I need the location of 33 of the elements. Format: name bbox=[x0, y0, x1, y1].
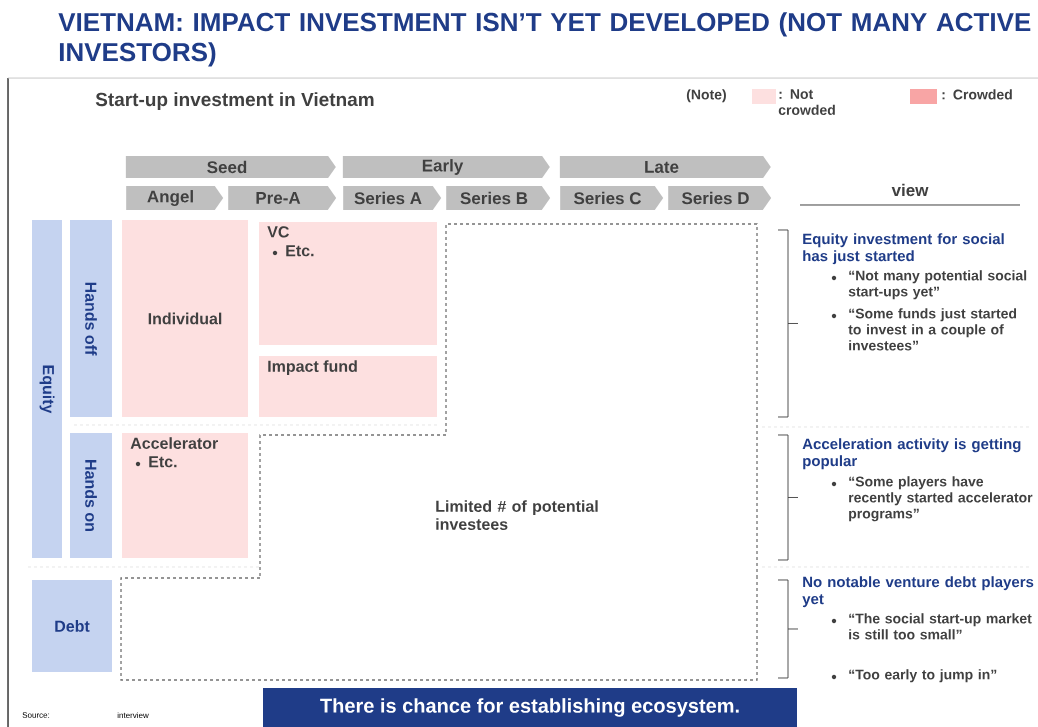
stage-tab: Series D bbox=[668, 186, 772, 210]
source-note: interview bbox=[117, 712, 149, 719]
subtitle: Start-up investment in Vietnam bbox=[95, 92, 374, 110]
category-band: Equity bbox=[32, 220, 62, 558]
comment-bullet: “Some funds just started to invest in a couple of investees” bbox=[831, 308, 1017, 351]
comment-bullet: “The social start-up market is still too small” bbox=[831, 613, 1032, 640]
source-note: Source: bbox=[22, 712, 50, 718]
title: VIETNAM: IMPACT INVESTMENT ISN’T YET DEVELOPED (NOT MANY ACTIVE INVESTORS) bbox=[58, 12, 1031, 67]
stage-tab: Series C bbox=[560, 186, 664, 210]
legend-label: : Crowded bbox=[942, 89, 1012, 100]
dashed-box bbox=[120, 577, 758, 681]
stage-tab: Late bbox=[559, 156, 771, 178]
stage-tab: Pre-A bbox=[228, 186, 337, 210]
stage-tab: Series B bbox=[446, 186, 551, 210]
column-heading: view bbox=[891, 183, 929, 197]
note-label: (Note) bbox=[686, 89, 726, 103]
stage-tab: Seed bbox=[125, 156, 336, 178]
comment-heading: Equity investment for social has just started bbox=[803, 233, 1004, 265]
legend-label: : Not crowded bbox=[778, 89, 835, 115]
comment-bullet: “Some players have recently started accelerator programs” bbox=[831, 476, 1033, 522]
category-band: Hands off bbox=[70, 220, 112, 417]
investor-box: Individual bbox=[122, 220, 248, 417]
stage-tab: Angel bbox=[126, 186, 224, 210]
comment-heading: Acceleration activity is getting popular bbox=[802, 438, 1021, 470]
conclusion-banner: There is chance for establishing ecosystem. bbox=[263, 688, 797, 727]
category-band: Hands on bbox=[70, 433, 112, 558]
stage-tab: Early bbox=[342, 156, 550, 178]
comment-heading: No notable venture debt players yet bbox=[802, 576, 1034, 608]
investor-box: Accelerator Etc. bbox=[122, 433, 248, 558]
comment-bullet: “Not many potential social start-ups yet” bbox=[831, 270, 1027, 300]
stage-tab: Series A bbox=[343, 186, 442, 210]
category-band: Debt bbox=[32, 580, 112, 672]
comment-bullet: “Too early to jump in” bbox=[831, 669, 997, 683]
